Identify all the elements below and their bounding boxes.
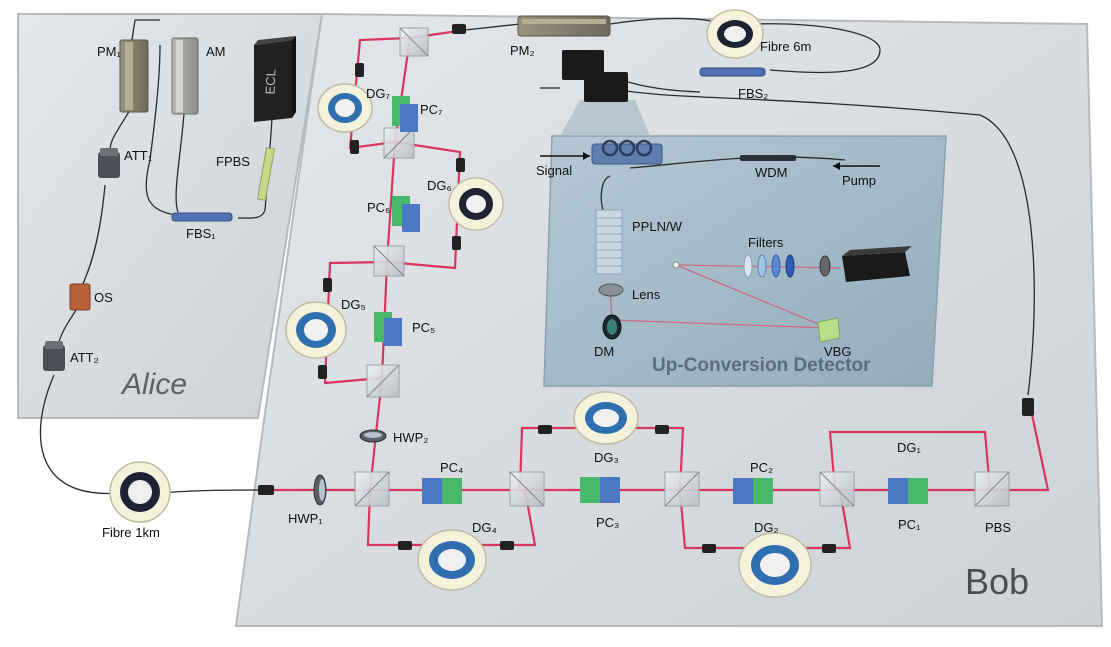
pc4-controller — [422, 478, 462, 504]
pc7-label: PC₇ — [420, 102, 443, 117]
black-boxes — [562, 50, 628, 102]
collimators — [318, 63, 836, 553]
am-modulator — [171, 37, 199, 115]
fibre-1km-coil — [109, 461, 171, 523]
fibre-1km-label: Fibre 1km — [102, 525, 160, 540]
os-label: OS — [94, 290, 113, 305]
ecl-laser — [254, 36, 296, 122]
pc1-controller — [888, 478, 928, 504]
lens-label: Lens — [632, 287, 661, 302]
vbg-grating — [817, 317, 841, 343]
fbs2-label: FBS₂ — [738, 86, 768, 101]
os-component — [69, 283, 91, 311]
dg1-coil — [738, 532, 812, 598]
detector-module — [842, 246, 912, 282]
signal-label: Signal — [536, 163, 572, 178]
dg3-label: DG₃ — [594, 450, 619, 465]
dg3-coil — [573, 391, 639, 445]
component-labels: PM₁ AM ATT₁ FPBS FBS₁ OS ATT₂ Fibre 1km … — [70, 39, 1011, 540]
detector-components — [540, 139, 912, 343]
dg6-coil — [448, 177, 504, 231]
dg-coils — [285, 83, 812, 598]
pc5-controller — [374, 312, 402, 346]
lens-element — [598, 283, 624, 297]
detector-connector — [560, 100, 650, 136]
pc3-label: PC₃ — [596, 515, 619, 530]
fibre-connectors — [258, 24, 1034, 495]
dg7-coil — [317, 83, 373, 133]
am-label: AM — [206, 44, 226, 59]
dg4-label: DG₄ — [472, 520, 497, 535]
fibre-6m-label: Fibre 6m — [760, 39, 811, 54]
wdm-label: WDM — [755, 165, 788, 180]
fpbs-component — [256, 147, 276, 201]
dg5-coil — [285, 301, 347, 359]
filter-stack — [743, 254, 831, 278]
vbg-label: VBG — [824, 344, 851, 359]
dg4-coil — [417, 529, 487, 591]
pc3-controller — [580, 477, 620, 503]
dg5-label: DG₅ — [341, 297, 366, 312]
bob-title: Bob — [965, 561, 1029, 602]
ecl-label: ECL — [263, 69, 279, 95]
pm2-label: PM₂ — [510, 43, 535, 58]
pm1-modulator — [119, 39, 149, 113]
att1-label: ATT₁ — [124, 148, 153, 163]
fibre-6m-coil — [706, 9, 764, 59]
pbs-label: PBS — [985, 520, 1011, 535]
beam-splitter-cubes — [354, 27, 1010, 507]
pc1-label: PC₁ — [898, 517, 921, 532]
hwp2-plate — [359, 429, 387, 443]
pc4-label: PC₄ — [440, 460, 463, 475]
pc6-label: PC₆ — [367, 200, 390, 215]
filters-label: Filters — [748, 235, 784, 250]
hwp1-plate — [313, 474, 327, 506]
dg6-label: DG₆ — [427, 178, 452, 193]
pc6-controller — [392, 196, 420, 232]
ppln-waveguide — [595, 209, 623, 275]
pump-label: Pump — [842, 173, 876, 188]
fbs1-label: FBS₁ — [186, 226, 216, 241]
fpbs-label: FPBS — [216, 154, 250, 169]
pc5-label: PC₅ — [412, 320, 435, 335]
detector-title: Up-Conversion Detector — [652, 355, 871, 376]
att2-label: ATT₂ — [70, 350, 99, 365]
dg2-label: DG₂ — [754, 520, 779, 535]
fbs2-coupler — [699, 67, 766, 77]
pm1-label: PM₁ — [97, 44, 122, 59]
dg7-label: DG₇ — [366, 86, 391, 101]
hwp1-label: HWP₁ — [288, 511, 323, 526]
fbs1-coupler — [171, 212, 233, 222]
hwp2-label: HWP₂ — [393, 430, 428, 445]
alice-title: Alice — [120, 368, 187, 401]
dg1-label: DG₁ — [897, 440, 922, 455]
att1-attenuator — [98, 148, 120, 178]
alice-board — [17, 13, 324, 419]
dm-label: DM — [594, 344, 614, 359]
pc2-controller — [733, 478, 773, 504]
ppln-label: PPLN/W — [632, 219, 683, 234]
pc2-label: PC₂ — [750, 460, 773, 475]
att2-attenuator — [43, 341, 65, 371]
pm2-modulator — [517, 15, 611, 37]
polarization-controllers — [374, 96, 928, 504]
pc7-controller — [392, 96, 418, 132]
